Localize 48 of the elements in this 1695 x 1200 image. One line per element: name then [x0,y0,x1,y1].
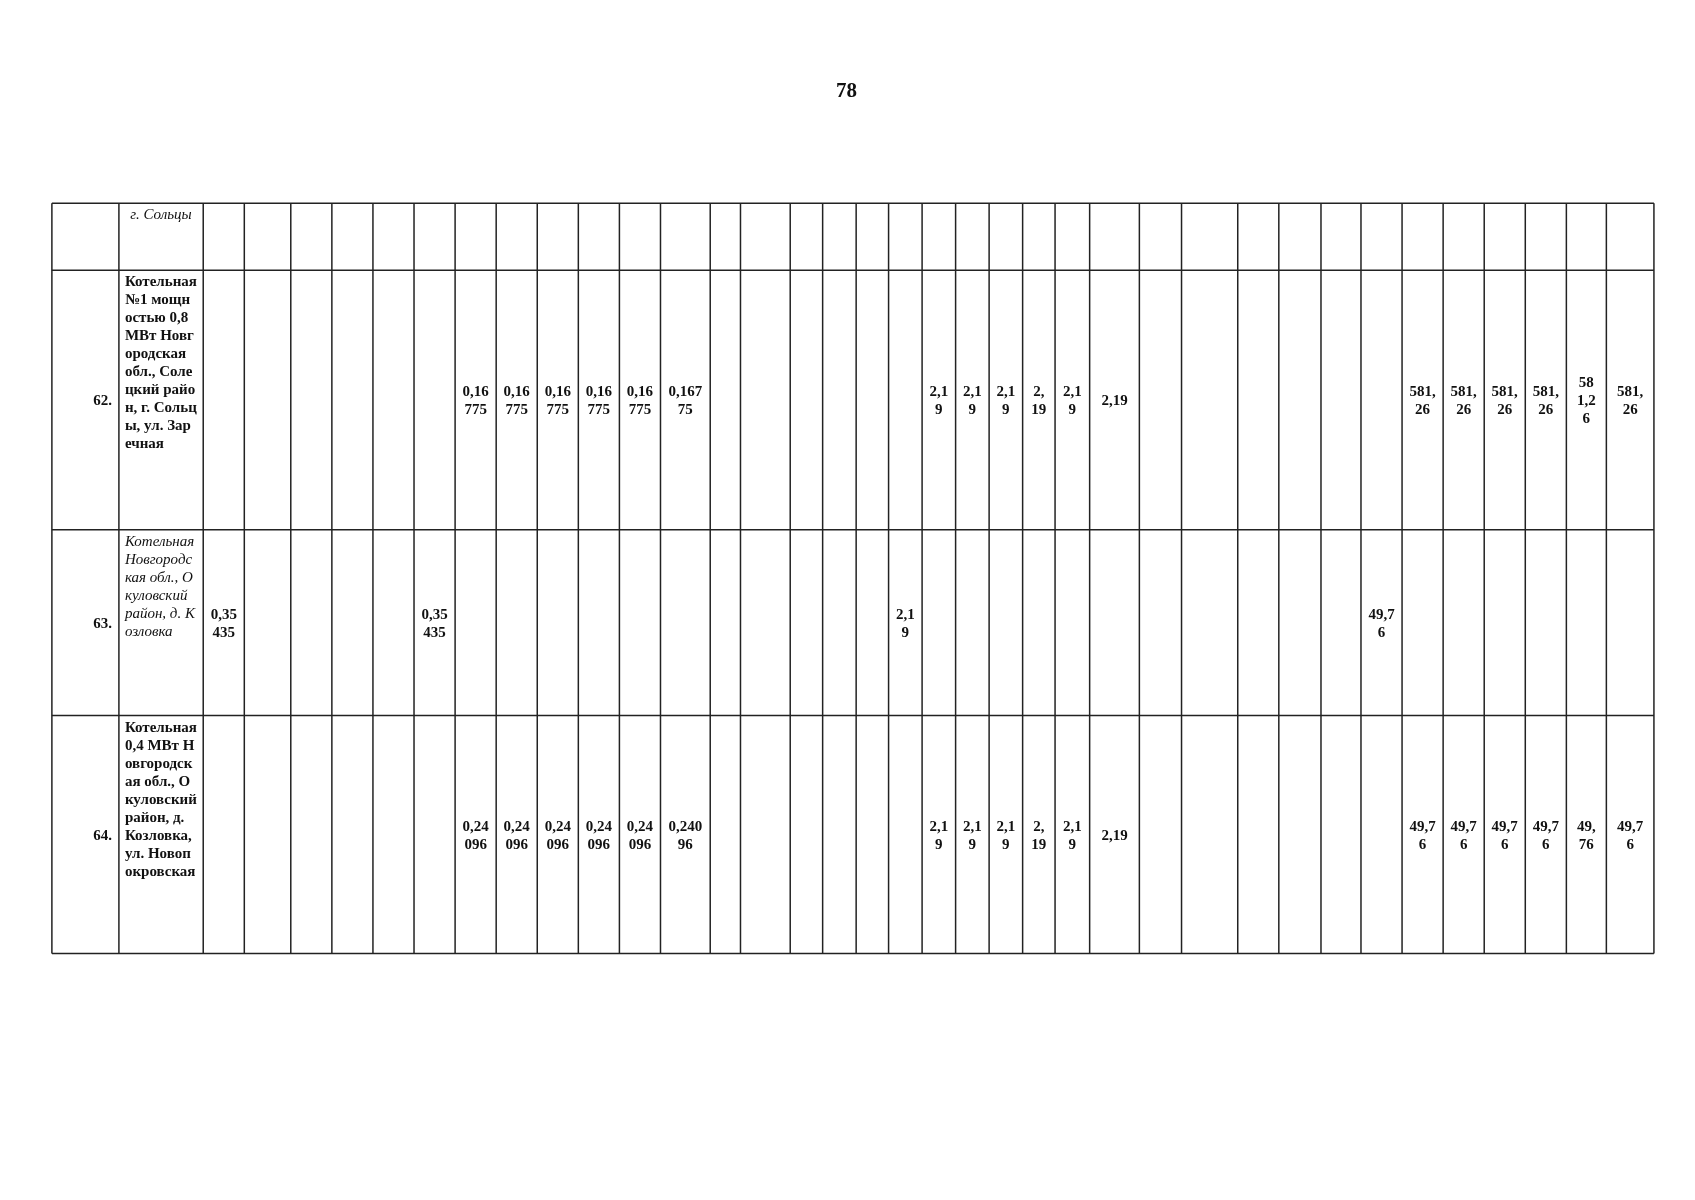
value-text: 49,76 [1575,816,1597,853]
value-text: 2,19 [895,604,916,641]
value-text: 49,76 [1367,604,1396,641]
value-text: 2,19 [929,381,949,418]
value-text: 0,24096 [626,816,654,853]
value-text: 49,76 [1616,816,1645,853]
value-text: 0,16775 [462,381,490,418]
value-text: 581,26 [1409,381,1437,418]
value-text: 49,76 [1409,816,1437,853]
value-text: 2,19 [1101,390,1128,409]
value-text: 2,19 [996,816,1016,853]
value-text: 49,76 [1450,816,1478,853]
page-number: 78 [836,78,857,103]
value-text: 581,26 [1575,372,1597,427]
value-text: 0,16775 [626,381,654,418]
value-text: 0,35435 [210,604,238,641]
row-number: 62. [93,390,112,409]
value-text: 2,19 [1030,816,1048,853]
value-text: 49,76 [1532,816,1560,853]
value-text: 2,19 [1030,381,1048,418]
value-text: 0,24096 [462,816,490,853]
value-text: 0,24096 [503,816,531,853]
value-text: 581,26 [1450,381,1478,418]
value-text: 49,76 [1491,816,1519,853]
row-number: 64. [93,825,112,844]
value-text: 581,26 [1491,381,1519,418]
value-text: 0,16775 [503,381,531,418]
value-text: 0,16775 [544,381,572,418]
value-text: 0,24096 [544,816,572,853]
value-text: 0,16775 [667,381,704,418]
boiler-description: Котельная №1 мощностью 0,8МВт Новгородская обл., Солецкий район, г. Сольцы, ул. Заречная [124,272,198,453]
value-text: 0,16775 [585,381,613,418]
value-text: 2,19 [996,381,1016,418]
value-text: 2,19 [962,381,983,418]
value-text: 581,26 [1532,381,1560,418]
value-text: 2,19 [962,816,983,853]
row-number: 63. [93,613,112,632]
value-text: 0,24096 [585,816,613,853]
value-text: 0,24096 [667,816,704,853]
boiler-description: Котельная Новгородская обл., Окуловский район, д. Козловка [124,531,197,640]
boiler-description: Котельная 0,4 МВт Новгородская обл., Окуловский район, д. Козловка, ул. Новопокровская [124,717,198,880]
value-text: 2,19 [1062,816,1083,853]
value-text: 2,19 [1062,381,1083,418]
value-text: 0,35435 [421,604,449,641]
value-text: 2,19 [1101,825,1128,844]
boiler-description: г. Сольцы [130,205,192,224]
value-text: 581,26 [1616,381,1645,418]
value-text: 2,19 [929,816,949,853]
